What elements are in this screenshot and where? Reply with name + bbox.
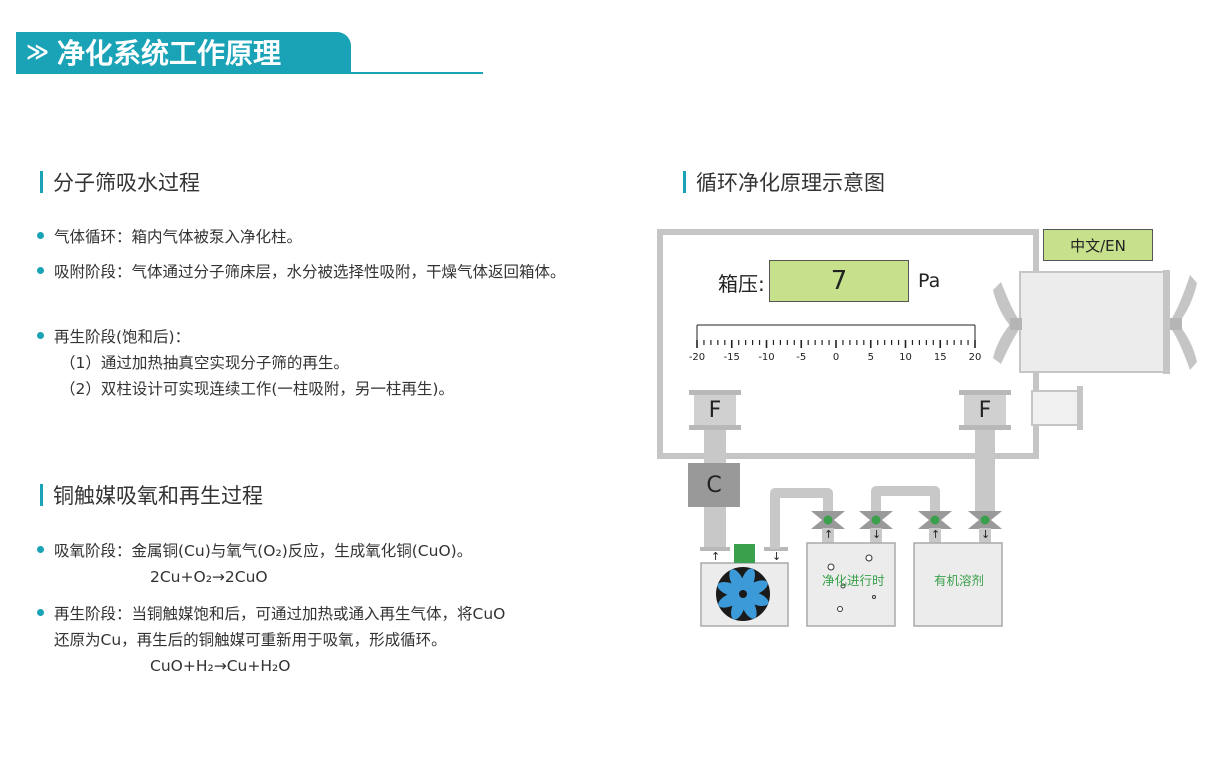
heading-accent-bar	[683, 171, 686, 193]
diagram-heading-text: 循环净化原理示意图	[696, 171, 885, 195]
left-handle-icon	[993, 282, 1022, 364]
heading-accent-bar	[40, 171, 43, 193]
antechamber-door	[1077, 386, 1083, 430]
equation-reduction: CuO+H₂→Cu+H₂O	[150, 657, 291, 675]
bullet-dot	[37, 546, 44, 553]
right-filter-label: F	[978, 397, 992, 423]
header-underline	[16, 72, 483, 74]
pressure-unit: Pa	[918, 270, 941, 292]
column-label: C	[706, 472, 722, 498]
regeneration-step-1: （1）通过加热抽真空实现分子筛的再生。	[60, 354, 349, 372]
pipe-column-to-fan	[704, 507, 726, 549]
bullet-regeneration: 再生阶段(饱和后)：	[37, 324, 190, 350]
heading-accent-bar	[40, 484, 43, 506]
gas-pipes	[770, 486, 940, 549]
section-heading-copper-catalyst: 铜触媒吸氧和再生过程	[40, 480, 263, 510]
bullet-dot	[37, 232, 44, 239]
page-title: 净化系统工作原理	[57, 37, 282, 70]
valve-icon	[811, 511, 845, 529]
flow-arrow-down: ↓	[772, 550, 782, 563]
side-panel	[1019, 271, 1167, 373]
flow-arrow-up: ↑	[824, 528, 834, 541]
antechamber	[1031, 390, 1079, 426]
scale-tick-label: 10	[899, 352, 912, 363]
right-filter	[959, 390, 1011, 513]
fan-blades-icon	[717, 568, 769, 620]
bullet-oxygen-absorption: 吸氧阶段：金属铜(Cu)与氧气(O₂)反应，生成氧化铜(CuO)。	[37, 538, 472, 564]
scale-tick-label: -15	[723, 352, 740, 363]
pressure-label: 箱压:	[718, 272, 765, 296]
bubbles	[827, 554, 876, 612]
scale-tick-label: 20	[968, 352, 982, 363]
regeneration-text-continued: 还原为Cu，再生后的铜触媒可重新用于吸氧，形成循环。	[54, 631, 447, 649]
pressure-display: 7	[769, 260, 909, 302]
right-handle-icon	[1163, 270, 1197, 374]
regeneration-step-2: （2）双柱设计可实现连续工作(一柱吸附，另一柱再生)。	[60, 380, 454, 398]
equation-oxidation: 2Cu+O₂→2CuO	[150, 568, 268, 586]
scale-tick-label: 15	[933, 352, 947, 363]
valve-icon	[859, 511, 893, 529]
scale-tick-label: 5	[867, 352, 874, 363]
blower-indicator	[734, 544, 755, 563]
pressure-scale	[696, 324, 976, 348]
header-tab: ≫ 净化系统工作原理	[16, 32, 351, 72]
pressure-value: 7	[830, 266, 848, 296]
flow-arrow-up: ↑	[711, 550, 721, 563]
double-chevron-icon: ≫	[26, 39, 49, 65]
flow-arrow-down: ↓	[981, 528, 991, 541]
flow-arrow-up: ↑	[931, 528, 941, 541]
purification-tank	[806, 542, 896, 627]
scale-tick-label: -10	[758, 352, 775, 363]
fan-icon	[716, 567, 770, 621]
flow-arrow-down: ↓	[872, 528, 882, 541]
diagram-heading: 循环净化原理示意图	[683, 167, 885, 197]
valve-icon	[918, 511, 952, 529]
scale-tick-label: 0	[832, 352, 840, 363]
bullet-dot	[37, 267, 44, 274]
section-heading-molecular-sieve: 分子筛吸水过程	[40, 167, 200, 197]
valve-icon	[968, 511, 1002, 529]
bullet-catalyst-regeneration: 再生阶段：当铜触媒饱和后，可通过加热或通入再生气体，将CuO	[37, 601, 505, 627]
left-filter	[689, 390, 741, 463]
solvent-tank-label: 有机溶剂	[934, 573, 985, 588]
bullet-adsorption: 吸附阶段：气体通过分子筛床层，水分被选择性吸附，干燥气体返回箱体。	[37, 259, 566, 285]
scale-tick-label: -20	[688, 352, 706, 363]
bullet-gas-circulation: 气体循环：箱内气体被泵入净化柱。	[37, 224, 302, 250]
catalyst-column	[688, 463, 740, 507]
purification-status-label: 净化进行时	[822, 573, 885, 588]
solvent-tank	[913, 542, 1003, 627]
language-toggle-button[interactable]: 中文/EN	[1043, 229, 1153, 261]
section-heading-text: 铜触媒吸氧和再生过程	[53, 484, 263, 508]
bullet-dot	[37, 609, 44, 616]
bullet-dot	[37, 332, 44, 339]
left-filter-label: F	[708, 397, 722, 423]
section-heading-text: 分子筛吸水过程	[53, 171, 200, 195]
page-header: ≫ 净化系统工作原理	[16, 32, 483, 76]
scale-tick-label: -5	[796, 352, 807, 363]
